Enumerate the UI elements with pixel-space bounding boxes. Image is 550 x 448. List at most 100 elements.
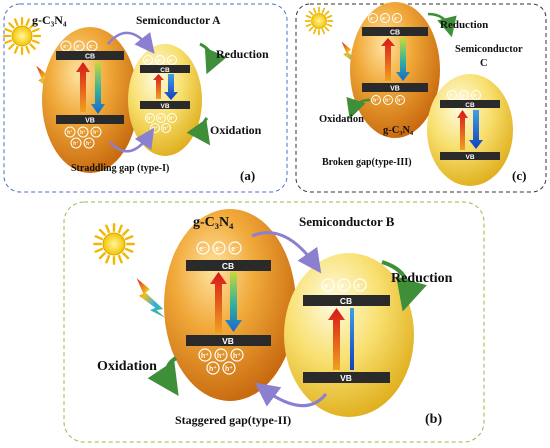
svg-text:h⁺: h⁺ bbox=[373, 98, 379, 104]
gcn-vb-label: VB bbox=[222, 336, 234, 346]
panel-b-caption: Staggered gap(type-II) bbox=[175, 413, 291, 427]
svg-text:e⁻: e⁻ bbox=[449, 93, 455, 99]
gcn-vb-label: VB bbox=[85, 118, 95, 125]
svg-text:e⁻: e⁻ bbox=[157, 58, 163, 64]
svg-text:e⁻: e⁻ bbox=[231, 246, 239, 253]
recombination-arrow bbox=[396, 38, 410, 81]
gcn-holes: h⁺ h⁺ h⁺ h⁺ h⁺ bbox=[198, 348, 244, 375]
gcn-label: g-C₃N₄ bbox=[32, 13, 67, 27]
panel-b: e⁻ e⁻ e⁻ CB VB h⁺ h⁺ h⁺ h⁺ h⁺ e⁻ e⁻ e⁻ C… bbox=[63, 201, 485, 443]
semi-c-cb-band bbox=[440, 100, 500, 108]
svg-text:h⁺: h⁺ bbox=[147, 116, 153, 122]
semiconductor-a-label: Semiconductor A bbox=[136, 15, 221, 27]
gcn-vb-band bbox=[362, 83, 428, 92]
reduction-label: Reduction bbox=[216, 47, 269, 61]
gcn-label: g-C₃N₄ bbox=[193, 215, 234, 230]
svg-text:e⁻: e⁻ bbox=[89, 44, 95, 50]
semi-b-electrons: e⁻ e⁻ e⁻ bbox=[321, 278, 367, 292]
gcn-electrons: e⁻ e⁻ e⁻ bbox=[368, 13, 402, 23]
svg-text:h⁺: h⁺ bbox=[80, 130, 86, 136]
gcn-cb-label: CB bbox=[222, 261, 234, 271]
sun-icon bbox=[92, 222, 136, 266]
oxidation-arrow bbox=[186, 116, 211, 146]
recombination-arrow bbox=[225, 272, 242, 332]
gcn-sphere bbox=[42, 27, 138, 173]
semi-a-recombination-arrow bbox=[164, 74, 178, 100]
gcn-cb-band bbox=[56, 51, 124, 60]
svg-text:h⁺: h⁺ bbox=[86, 141, 92, 147]
svg-text:h⁺: h⁺ bbox=[209, 365, 217, 373]
recombination-arrow bbox=[91, 62, 105, 114]
svg-text:h⁺: h⁺ bbox=[93, 130, 99, 136]
svg-text:h⁺: h⁺ bbox=[217, 352, 225, 360]
gcn-vb-band bbox=[56, 115, 124, 124]
svg-text:h⁺: h⁺ bbox=[385, 98, 391, 104]
svg-text:h⁺: h⁺ bbox=[225, 365, 233, 373]
semiconductor-b-label: Semiconductor B bbox=[299, 214, 395, 229]
reduction-label: Reduction bbox=[440, 19, 488, 31]
semi-a-vb-band bbox=[140, 101, 190, 109]
svg-text:h⁺: h⁺ bbox=[169, 116, 175, 122]
svg-text:e⁻: e⁻ bbox=[199, 246, 207, 253]
semi-a-vb-label: VB bbox=[160, 103, 169, 110]
gcn-electrons: e⁻ e⁻ e⁻ bbox=[196, 241, 242, 255]
gcn-vb-band bbox=[186, 335, 271, 346]
reduction-arrow bbox=[381, 260, 427, 312]
reduction-label: Reduction bbox=[391, 271, 453, 286]
gcn-holes: h⁺ h⁺ h⁺ h⁺ h⁺ bbox=[64, 126, 102, 149]
electron-transfer-arrow bbox=[251, 231, 322, 274]
svg-text:e⁻: e⁻ bbox=[145, 58, 151, 64]
semi-b-cb-band bbox=[303, 295, 390, 306]
svg-text:e⁻: e⁻ bbox=[324, 283, 332, 290]
semi-b-vb-label: VB bbox=[340, 373, 352, 383]
oxidation-arrow bbox=[346, 96, 371, 120]
oxidation-label: Oxidation bbox=[319, 114, 364, 125]
panel-a-caption: Straddling gap (type-I) bbox=[71, 163, 169, 174]
panel-a-tag: (a) bbox=[240, 168, 255, 183]
semiconductor-c-label: Semiconductor bbox=[455, 44, 523, 55]
reduction-arrow bbox=[427, 12, 457, 38]
svg-text:e⁻: e⁻ bbox=[394, 16, 400, 22]
reduction-arrow bbox=[199, 42, 227, 75]
hole-transfer-arrow bbox=[109, 127, 155, 153]
svg-text:h⁺: h⁺ bbox=[67, 130, 73, 136]
oxidation-arrow bbox=[147, 356, 179, 396]
gcn-cb-band bbox=[186, 260, 271, 271]
semiconductor-c-letter: C bbox=[480, 58, 488, 69]
semi-b-cb-label: CB bbox=[340, 296, 352, 306]
semiconductor-c-sphere bbox=[427, 74, 513, 186]
svg-text:e⁻: e⁻ bbox=[63, 44, 69, 50]
semi-a-holes: h⁺ h⁺ h⁺ h⁺ h⁺ bbox=[145, 113, 177, 133]
semiconductor-a-sphere bbox=[128, 44, 202, 156]
svg-text:h⁺: h⁺ bbox=[73, 141, 79, 147]
electron-transfer-arrow bbox=[107, 31, 155, 54]
svg-text:h⁺: h⁺ bbox=[201, 352, 209, 360]
excitation-arrow bbox=[381, 38, 395, 81]
excitation-arrow bbox=[210, 272, 227, 333]
gcn-holes: h⁺ h⁺ h⁺ bbox=[371, 95, 405, 105]
svg-text:e⁻: e⁻ bbox=[473, 93, 479, 99]
svg-text:e⁻: e⁻ bbox=[169, 58, 175, 64]
svg-text:e⁻: e⁻ bbox=[370, 16, 376, 22]
panel-c-tag: (c) bbox=[512, 168, 526, 183]
gcn-cb-band bbox=[362, 27, 428, 36]
oxidation-label: Oxidation bbox=[210, 123, 262, 137]
panel-c: e⁻ e⁻ e⁻ CB VB h⁺ h⁺ h⁺ e⁻ e⁻ e⁻ CB VB R… bbox=[295, 2, 547, 193]
hole-transfer-arrow bbox=[254, 382, 328, 408]
semi-a-electrons: e⁻ e⁻ e⁻ bbox=[143, 55, 177, 65]
svg-text:h⁺: h⁺ bbox=[233, 352, 241, 360]
svg-text:e⁻: e⁻ bbox=[340, 283, 348, 290]
svg-text:h⁺: h⁺ bbox=[158, 116, 164, 122]
panel-c-border bbox=[295, 3, 547, 193]
semi-c-vb-band bbox=[440, 152, 500, 160]
oxidation-label: Oxidation bbox=[97, 359, 157, 374]
semi-c-excitation-arrow bbox=[457, 110, 468, 150]
panel-a-border bbox=[3, 3, 288, 193]
svg-text:e⁻: e⁻ bbox=[461, 93, 467, 99]
light-ray-icon bbox=[136, 278, 166, 318]
svg-text:h⁺: h⁺ bbox=[397, 98, 403, 104]
svg-text:e⁻: e⁻ bbox=[76, 44, 82, 50]
semi-a-cb-label: CB bbox=[160, 67, 170, 74]
panel-b-border bbox=[63, 201, 485, 443]
semi-b-recombination-line bbox=[350, 308, 354, 370]
